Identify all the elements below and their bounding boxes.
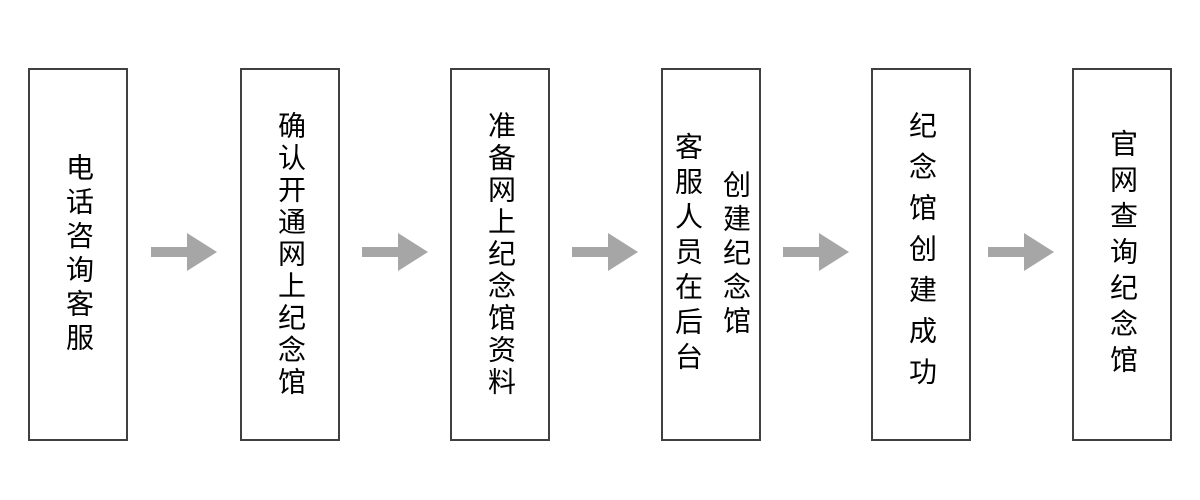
arrow-shaft bbox=[988, 247, 1025, 257]
flow-step-box-2: 确认开通网上纪念馆 bbox=[240, 68, 340, 441]
arrow-shaft bbox=[572, 247, 609, 257]
right-arrow-icon bbox=[572, 233, 638, 271]
arrow-head bbox=[187, 233, 217, 271]
flow-step-box-1: 电话咨询客服 bbox=[28, 68, 128, 441]
arrow-shaft bbox=[362, 247, 399, 257]
flow-step-label: 电话咨询客服 bbox=[63, 152, 94, 357]
arrow-head bbox=[608, 233, 638, 271]
arrow-head bbox=[819, 233, 849, 271]
right-arrow-icon bbox=[988, 233, 1054, 271]
flow-step-label: 官网查询纪念馆 bbox=[1107, 128, 1138, 381]
flow-step-box-4: 客服人员在后台 创建纪念馆 bbox=[661, 68, 761, 441]
arrow-shaft bbox=[151, 247, 188, 257]
right-arrow-icon bbox=[151, 233, 217, 271]
flow-step-box-6: 官网查询纪念馆 bbox=[1072, 68, 1172, 441]
right-arrow-icon bbox=[783, 233, 849, 271]
flow-step-label-columns: 客服人员在后台 创建纪念馆 bbox=[672, 132, 751, 377]
flow-step-label-line-2: 创建纪念馆 bbox=[720, 169, 751, 340]
flow-step-label-line-1: 客服人员在后台 bbox=[672, 132, 703, 377]
flow-step-box-3: 准备网上纪念馆资料 bbox=[450, 68, 550, 441]
flow-step-box-5: 纪念馆创建成功 bbox=[871, 68, 971, 441]
arrow-head bbox=[398, 233, 428, 271]
flow-step-label: 准备网上纪念馆资料 bbox=[485, 110, 516, 399]
arrow-head bbox=[1024, 233, 1054, 271]
right-arrow-icon bbox=[362, 233, 428, 271]
flow-step-label: 纪念馆创建成功 bbox=[906, 111, 937, 398]
arrow-shaft bbox=[783, 247, 820, 257]
flow-step-label: 确认开通网上纪念馆 bbox=[275, 110, 306, 399]
